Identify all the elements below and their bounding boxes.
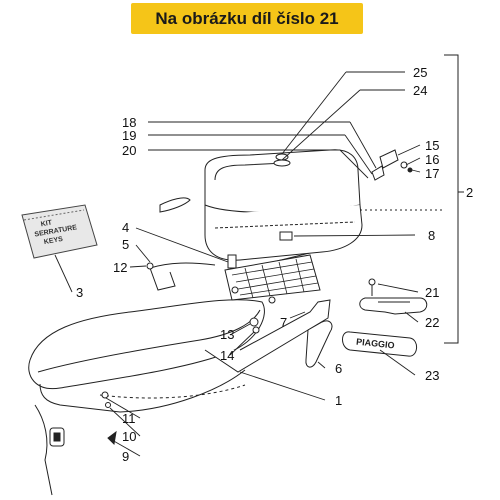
grab-handle-6 (305, 320, 333, 368)
callout-25: 25 (413, 65, 427, 80)
lock-body-15 (379, 149, 399, 169)
top-case-ridge (214, 162, 286, 181)
case-strap (159, 197, 191, 213)
callout-7: 7 (280, 315, 287, 330)
callout-22: 22 (425, 315, 439, 330)
case-latch-8 (279, 231, 293, 241)
screw-11 (101, 391, 109, 399)
case-cap-25 (275, 153, 289, 161)
callout-11: 11 (122, 411, 136, 426)
washer-13 (249, 317, 259, 327)
key-kit-bag (21, 204, 98, 259)
screw-21 (368, 278, 376, 286)
washer-17 (407, 167, 413, 173)
callout-5: 5 (122, 237, 129, 252)
top-case-seal (214, 221, 356, 229)
kit-label-line1: KIT (40, 219, 53, 228)
lock-slot (53, 432, 61, 442)
rail-top (149, 262, 216, 269)
piaggio-badge (342, 331, 417, 357)
callout-15: 15 (425, 138, 439, 153)
nut-14 (252, 326, 260, 334)
rear-body (34, 404, 53, 496)
washer-10 (105, 402, 111, 408)
part-number-banner: Na obrázku díl číslo 21 (131, 3, 363, 34)
callout-24: 24 (413, 83, 427, 98)
rail-left (149, 267, 176, 291)
rack-bolt (231, 286, 239, 294)
banner-text: Na obrázku díl číslo 21 (155, 8, 339, 28)
callout-9: 9 (122, 449, 129, 464)
callout-19: 19 (122, 128, 136, 143)
rack-bolt (268, 296, 276, 304)
callout-21: 21 (425, 285, 439, 300)
callout-20: 20 (122, 143, 136, 158)
lock-clip (371, 165, 385, 181)
bolt-4 (227, 254, 237, 269)
callout-12: 12 (113, 260, 127, 275)
callout-6: 6 (335, 361, 342, 376)
callout-1: 1 (335, 393, 342, 408)
callout-16: 16 (425, 152, 439, 167)
seat (28, 299, 265, 390)
piaggio-badge-text: PIAGGIO (356, 337, 395, 351)
callout-8: 8 (428, 228, 435, 243)
bolt-12 (146, 262, 154, 270)
callout-3: 3 (76, 285, 83, 300)
callout-13: 13 (220, 327, 234, 342)
luggage-rack (224, 254, 321, 301)
callout-14: 14 (220, 348, 234, 363)
callout-23: 23 (425, 368, 439, 383)
callout-4: 4 (122, 220, 129, 235)
callout-18: 18 (122, 115, 136, 130)
rail-arm-7 (204, 299, 331, 373)
bracket-plate-22 (359, 297, 428, 315)
clip-9 (107, 430, 117, 446)
callout-17: 17 (425, 166, 439, 181)
callout-2: 2 (466, 185, 473, 200)
seat-hinge-line (99, 384, 246, 399)
kit-label-line3: KEYS (43, 236, 63, 246)
seat-base (39, 369, 246, 413)
callout-10: 10 (122, 429, 136, 444)
group-bracket (444, 54, 459, 344)
seat-seam (37, 309, 261, 373)
case-ring-24 (273, 159, 291, 167)
